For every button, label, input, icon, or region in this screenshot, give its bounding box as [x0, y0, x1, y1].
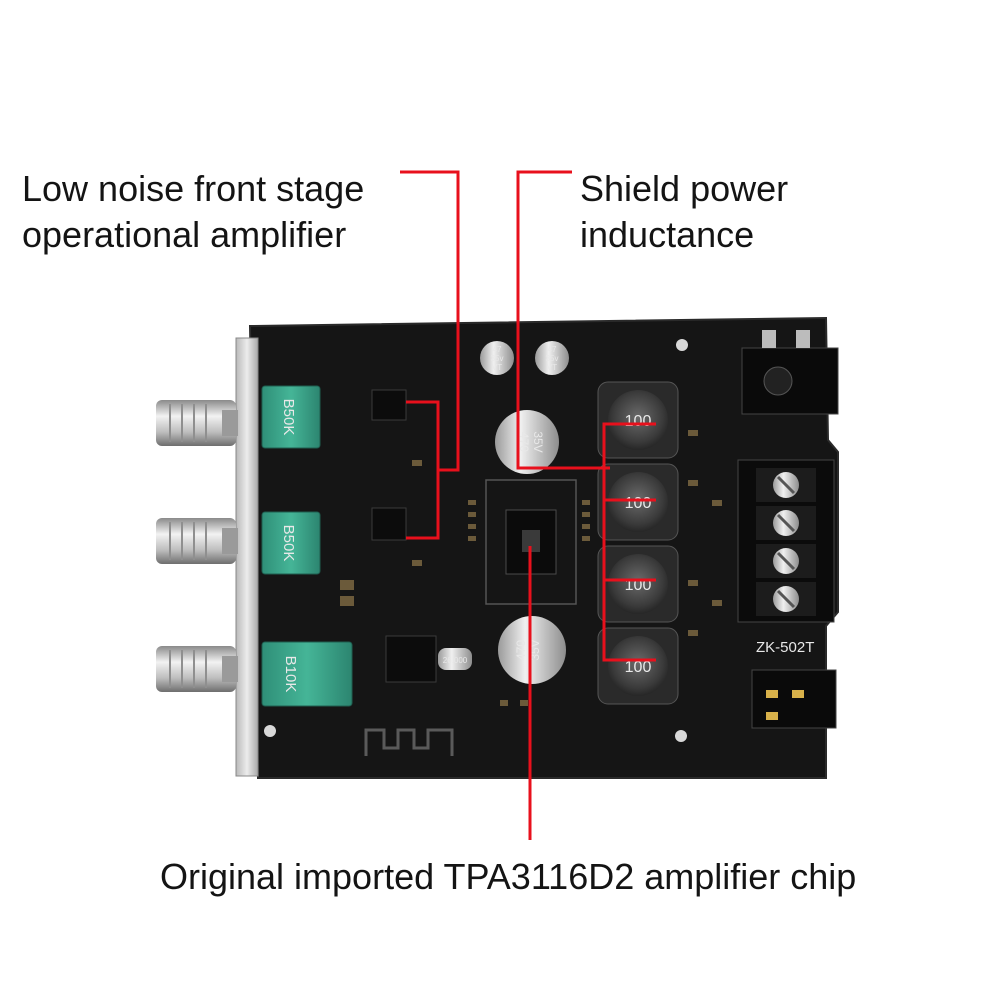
treble-knob[interactable]: [156, 518, 238, 564]
callout-lines: [400, 170, 656, 840]
large-capacitor-2: 470 35V: [498, 616, 566, 684]
callout-opamp-label: Low noise front stage operational amplif…: [22, 166, 422, 258]
callout-line-opamp: [400, 170, 460, 472]
inductor-2: 100: [597, 463, 679, 541]
dc-jack-pin: [796, 330, 810, 348]
terminal-screw-2[interactable]: [756, 506, 816, 540]
potentiometer-2: B50K: [261, 511, 321, 575]
callout-opamp-line2: operational amplifier: [22, 214, 347, 255]
bluetooth-antenna: [364, 728, 454, 756]
pot-2-value: B50K: [280, 525, 297, 562]
terminal-screw-1[interactable]: [756, 468, 816, 502]
inductor-4-marking: 100: [625, 659, 652, 676]
callout-inductor-line1: Shield power: [580, 168, 789, 209]
smd-components: [340, 430, 722, 706]
dc-jack-pin: [762, 330, 776, 348]
callout-inductor-label: Shield power inductance: [580, 166, 980, 258]
callout-line-inductor-4: [602, 580, 656, 662]
callout-line-inductor: [516, 170, 610, 470]
mount-hole: [676, 339, 688, 351]
volume-knob[interactable]: [156, 400, 238, 446]
callout-chip-label: Original imported TPA3116D2 amplifier ch…: [160, 856, 857, 897]
dc-jack-opening: [763, 366, 793, 396]
small-cap-1-value: 47: [493, 345, 502, 354]
pot-1-value: B50K: [280, 399, 297, 436]
opamp-chip-1: [371, 389, 407, 421]
small-capacitor-1: 47 35v VT: [480, 341, 514, 375]
small-cap-2-value: 47: [548, 345, 557, 354]
potentiometer-3: B10K: [261, 641, 353, 707]
audio-jack-gold-pin: [766, 690, 778, 698]
board-model-label: ZK-502T: [756, 639, 814, 656]
small-cap-2-series: VT: [547, 363, 557, 372]
inductor-4: 100: [597, 627, 679, 705]
large-cap-1-voltage: 35V: [531, 431, 545, 452]
small-cap-1-series: VT: [492, 363, 502, 372]
bluetooth-chip: [385, 635, 437, 683]
pot-3-value: B10K: [282, 656, 299, 693]
bass-knob[interactable]: [156, 646, 238, 692]
crystal-oscillator: 26.000: [438, 648, 472, 670]
small-cap-2-voltage: 35v: [546, 354, 559, 363]
audio-jack-gold-pin: [766, 712, 778, 720]
crystal-marking: 26.000: [443, 656, 468, 665]
callout-opamp-line1: Low noise front stage: [22, 168, 365, 209]
inductor-2-marking: 100: [625, 495, 652, 512]
inductor-1: 100: [597, 381, 679, 459]
inductor-3: 100: [597, 545, 679, 623]
large-cap-2-value: 470: [514, 640, 528, 660]
audio-jack-gold-pin: [792, 690, 804, 698]
callout-line-opamp-branch: [406, 470, 440, 540]
front-panel-plate: [235, 337, 259, 777]
small-cap-1-voltage: 35v: [491, 354, 504, 363]
inductor-1-marking: 100: [625, 413, 652, 430]
chip-thermal-pad: [522, 530, 540, 552]
large-cap-1-value: 470: [517, 432, 531, 452]
terminal-screw-3[interactable]: [756, 544, 816, 578]
callout-inductor-line2: inductance: [580, 214, 755, 255]
terminal-screw-4[interactable]: [756, 582, 816, 616]
large-capacitor-1: 470 35V: [495, 410, 559, 474]
opamp-chip-2: [371, 507, 407, 541]
callout-line-inductor-1: [602, 422, 656, 468]
mount-hole: [264, 725, 276, 737]
audio-input-jack: [751, 669, 837, 729]
mount-hole: [675, 730, 687, 742]
potentiometer-1: B50K: [261, 385, 321, 449]
small-capacitor-2: 47 35v VT: [535, 341, 569, 375]
